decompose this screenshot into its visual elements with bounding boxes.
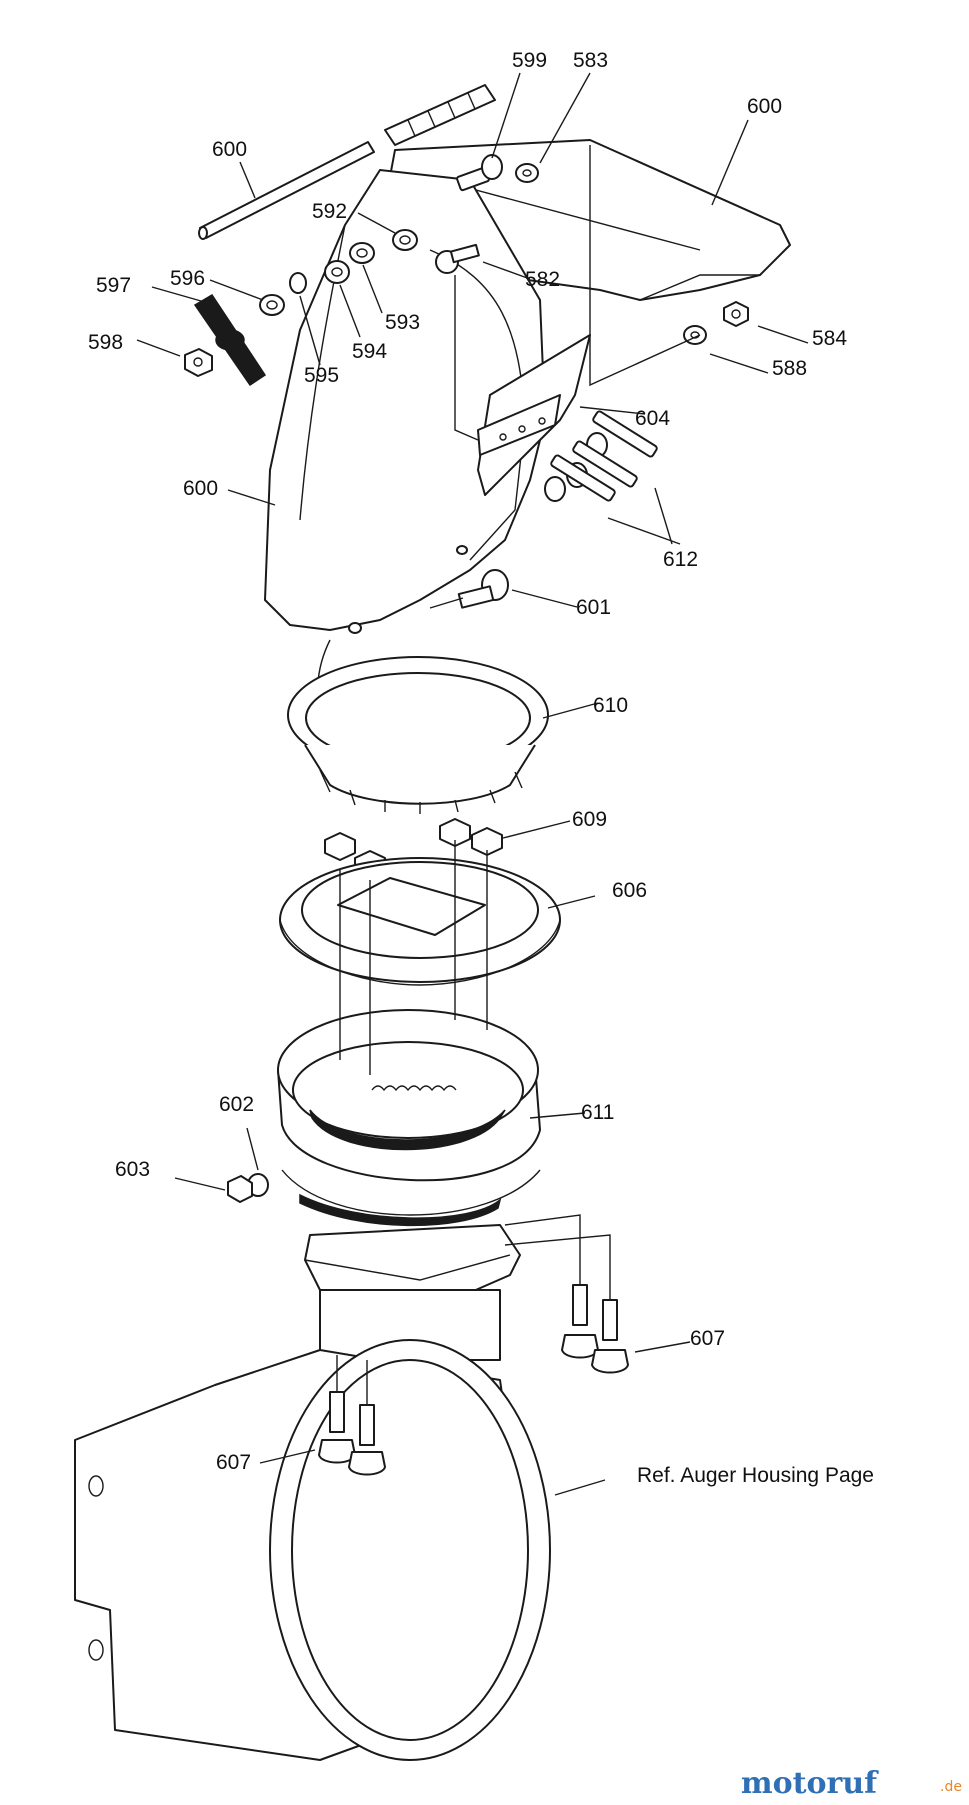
callout-606: 606 — [612, 879, 647, 902]
gear-ring-611-part — [277, 1009, 541, 1227]
callout-582: 582 — [525, 268, 560, 291]
reference-note: Ref. Auger Housing Page — [637, 1464, 874, 1487]
callout-598: 598 — [88, 331, 123, 354]
callout-611: 611 — [581, 1101, 614, 1124]
callout-600-deflector: 600 — [747, 95, 782, 118]
callout-595: 595 — [304, 364, 339, 387]
leader-lines — [136, 72, 809, 1496]
callout-592: 592 — [312, 200, 347, 223]
callout-607-left: 607 — [216, 1451, 251, 1474]
callout-584: 584 — [812, 327, 847, 350]
lower-hardware — [227, 840, 629, 1476]
callout-labels: 599 583 600 600 592 596 597 582 593 584 … — [88, 49, 847, 1474]
callout-593: 593 — [385, 311, 420, 334]
callout-583: 583 — [573, 49, 608, 72]
ring-610-part — [287, 656, 549, 814]
callout-600-chute: 600 — [183, 477, 218, 500]
callout-588: 588 — [772, 357, 807, 380]
callout-604: 604 — [635, 407, 670, 430]
watermark-suffix: .de — [940, 1779, 962, 1795]
callout-609: 609 — [572, 808, 607, 831]
callout-596: 596 — [170, 267, 205, 290]
callout-602: 602 — [219, 1093, 254, 1116]
callout-607-right: 607 — [690, 1327, 725, 1350]
callout-597: 597 — [96, 274, 131, 297]
hinge-pin-part — [198, 141, 375, 240]
watermark-text: motoruf — [741, 1766, 879, 1800]
auger-housing-tube-part — [74, 1339, 551, 1761]
callout-594: 594 — [352, 340, 387, 363]
callout-599: 599 — [512, 49, 547, 72]
callout-610: 610 — [593, 694, 628, 717]
bracket-part — [477, 334, 591, 496]
callout-600-pin: 600 — [212, 138, 247, 161]
callout-612: 612 — [663, 548, 698, 571]
plate-606-part — [279, 857, 561, 986]
watermark-logo: motoruf .de — [741, 1766, 962, 1801]
callout-603: 603 — [115, 1158, 150, 1181]
callout-601: 601 — [576, 596, 611, 619]
